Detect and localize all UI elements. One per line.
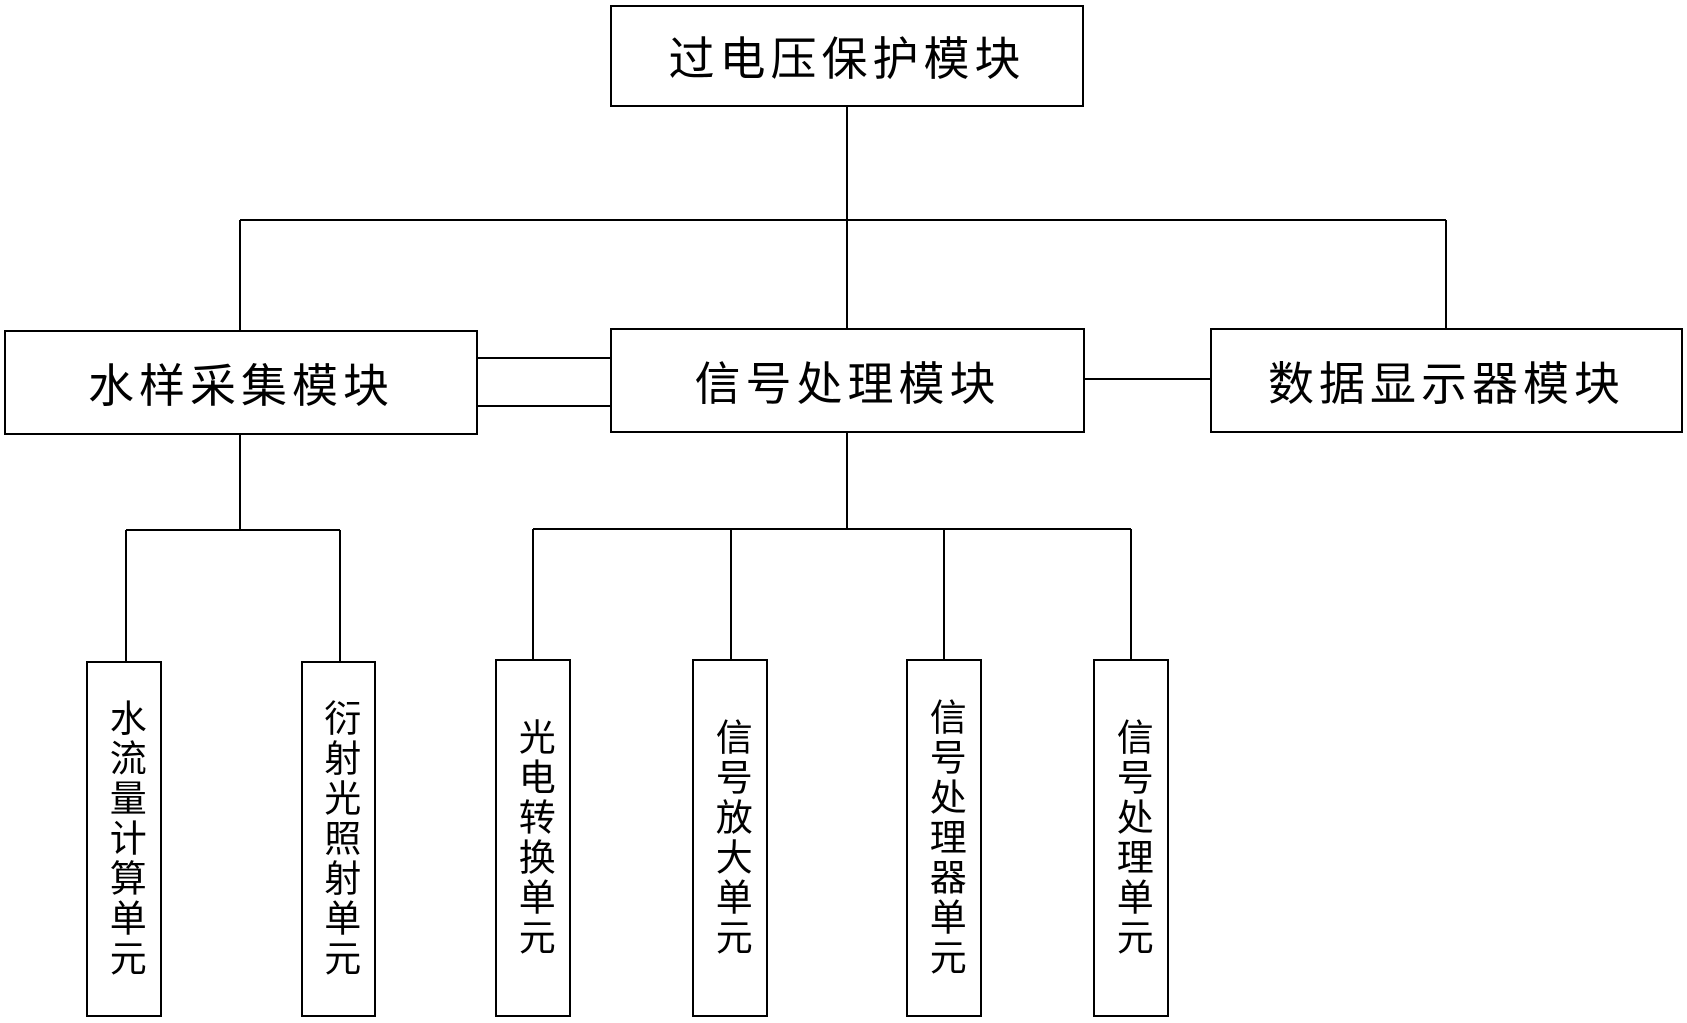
signal-amplification-unit: 信号放大单元 bbox=[692, 659, 768, 1017]
signal-processor-unit: 信号处理器单元 bbox=[906, 659, 982, 1017]
data-display-module: 数据显示器模块 bbox=[1210, 328, 1683, 433]
node-label: 光电转换单元 bbox=[512, 718, 556, 958]
node-label: 信号处理器单元 bbox=[923, 698, 967, 978]
node-label: 信号处理单元 bbox=[1110, 718, 1154, 958]
photoelectric-conversion-unit: 光电转换单元 bbox=[495, 659, 571, 1017]
water-flow-calculation-unit: 水流量计算单元 bbox=[86, 661, 162, 1017]
signal-processing-module: 信号处理模块 bbox=[610, 328, 1085, 433]
water-sampling-module: 水样采集模块 bbox=[4, 330, 478, 435]
overvoltage-protection-module: 过电压保护模块 bbox=[610, 5, 1084, 107]
node-label: 水流量计算单元 bbox=[103, 699, 147, 979]
diffracted-light-irradiation-unit: 衍射光照射单元 bbox=[301, 661, 376, 1017]
node-label: 数据显示器模块 bbox=[1268, 356, 1625, 411]
signal-processing-unit: 信号处理单元 bbox=[1093, 659, 1169, 1017]
node-label: 信号放大单元 bbox=[709, 718, 753, 958]
node-label: 水样采集模块 bbox=[88, 358, 394, 413]
node-label: 过电压保护模块 bbox=[668, 32, 1026, 86]
node-label: 衍射光照射单元 bbox=[317, 699, 361, 979]
node-label: 信号处理模块 bbox=[694, 356, 1001, 411]
